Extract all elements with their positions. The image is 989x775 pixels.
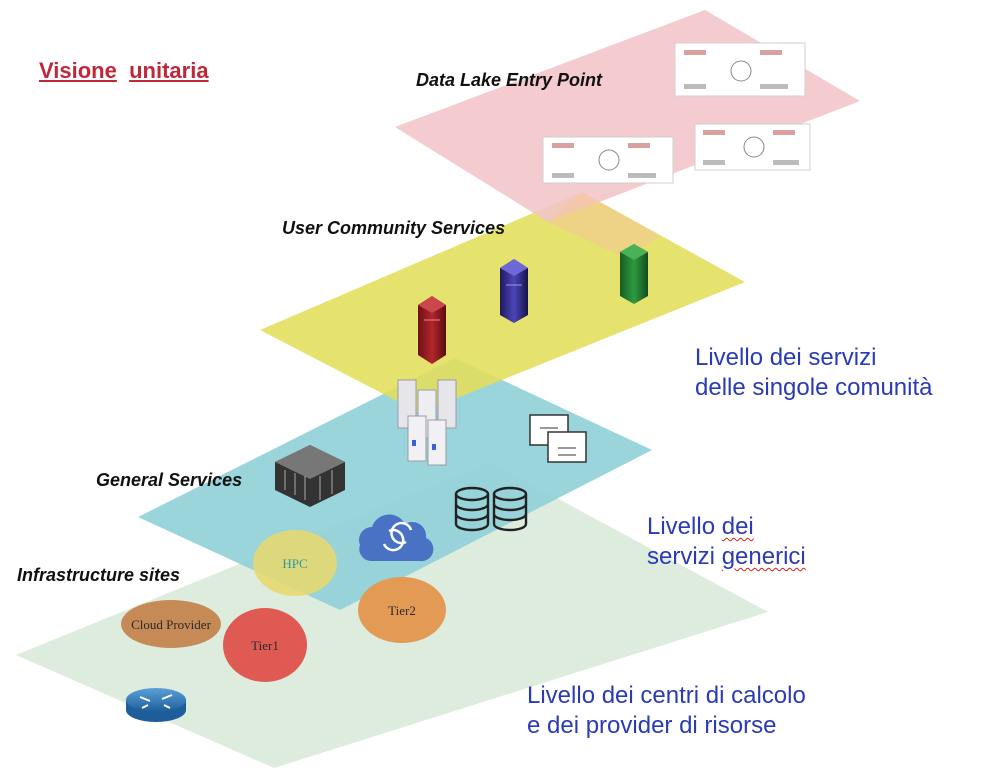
title-word-2: unitaria — [129, 58, 209, 83]
tier1-label: Tier1 — [251, 638, 279, 653]
generic-line1-word1: Livello — [647, 513, 716, 540]
community-description-line2: delle singole comunità — [695, 374, 933, 401]
server-rack-icon — [397, 379, 457, 466]
infrastructure-description-line1: Livello dei centri di calcolo — [527, 682, 806, 709]
cloud-sync-icon — [359, 514, 434, 562]
tier1-circle — [223, 608, 307, 682]
infrastructure-label: Infrastructure sites — [17, 565, 181, 585]
generic-line2-word2: generici — [721, 543, 806, 570]
generic-description-line1: Livello dei — [647, 512, 806, 542]
generic-description: Livello dei servizi generici — [647, 512, 806, 572]
data-lake-plane — [395, 10, 860, 222]
dashboard-icon — [694, 123, 811, 171]
generic-line1-word2: dei — [721, 513, 754, 540]
server-rack-icon — [275, 445, 345, 507]
server-green-icon — [620, 244, 648, 304]
database-icon — [454, 486, 490, 532]
hpc-label: HPC — [282, 556, 307, 571]
hpc-circle — [253, 530, 337, 596]
generic-description-line2: servizi generici — [647, 542, 806, 572]
data-lake-label: Data Lake Entry Point — [416, 70, 603, 90]
tier2-circle — [358, 577, 446, 643]
overlap-community-datalake — [548, 192, 661, 258]
generic-line2-word1: servizi — [647, 543, 716, 570]
cloud-provider-circle — [121, 600, 221, 648]
user-community-label: User Community Services — [282, 218, 506, 238]
general-services-label: General Services — [96, 470, 243, 490]
community-description-line1: Livello dei servizi — [695, 344, 877, 371]
infrastructure-description: Livello dei centri di calcolo e dei prov… — [527, 681, 806, 741]
community-description: Livello dei servizi delle singole comuni… — [695, 343, 932, 403]
infrastructure-description-line2: e dei provider di risorse — [527, 712, 777, 739]
dashboard-icon — [674, 42, 806, 97]
page-title: Visione unitaria — [39, 58, 209, 84]
database-icon — [492, 486, 528, 532]
tier2-label: Tier2 — [388, 603, 416, 618]
server-red-icon — [418, 296, 446, 364]
title-word-1: Visione — [39, 58, 117, 83]
server-blue-icon — [500, 259, 528, 323]
filing-cabinet-icon — [529, 414, 587, 463]
cloud-provider-label: Cloud Provider — [131, 617, 211, 632]
router-icon — [126, 688, 186, 722]
dashboard-icon — [542, 136, 674, 184]
